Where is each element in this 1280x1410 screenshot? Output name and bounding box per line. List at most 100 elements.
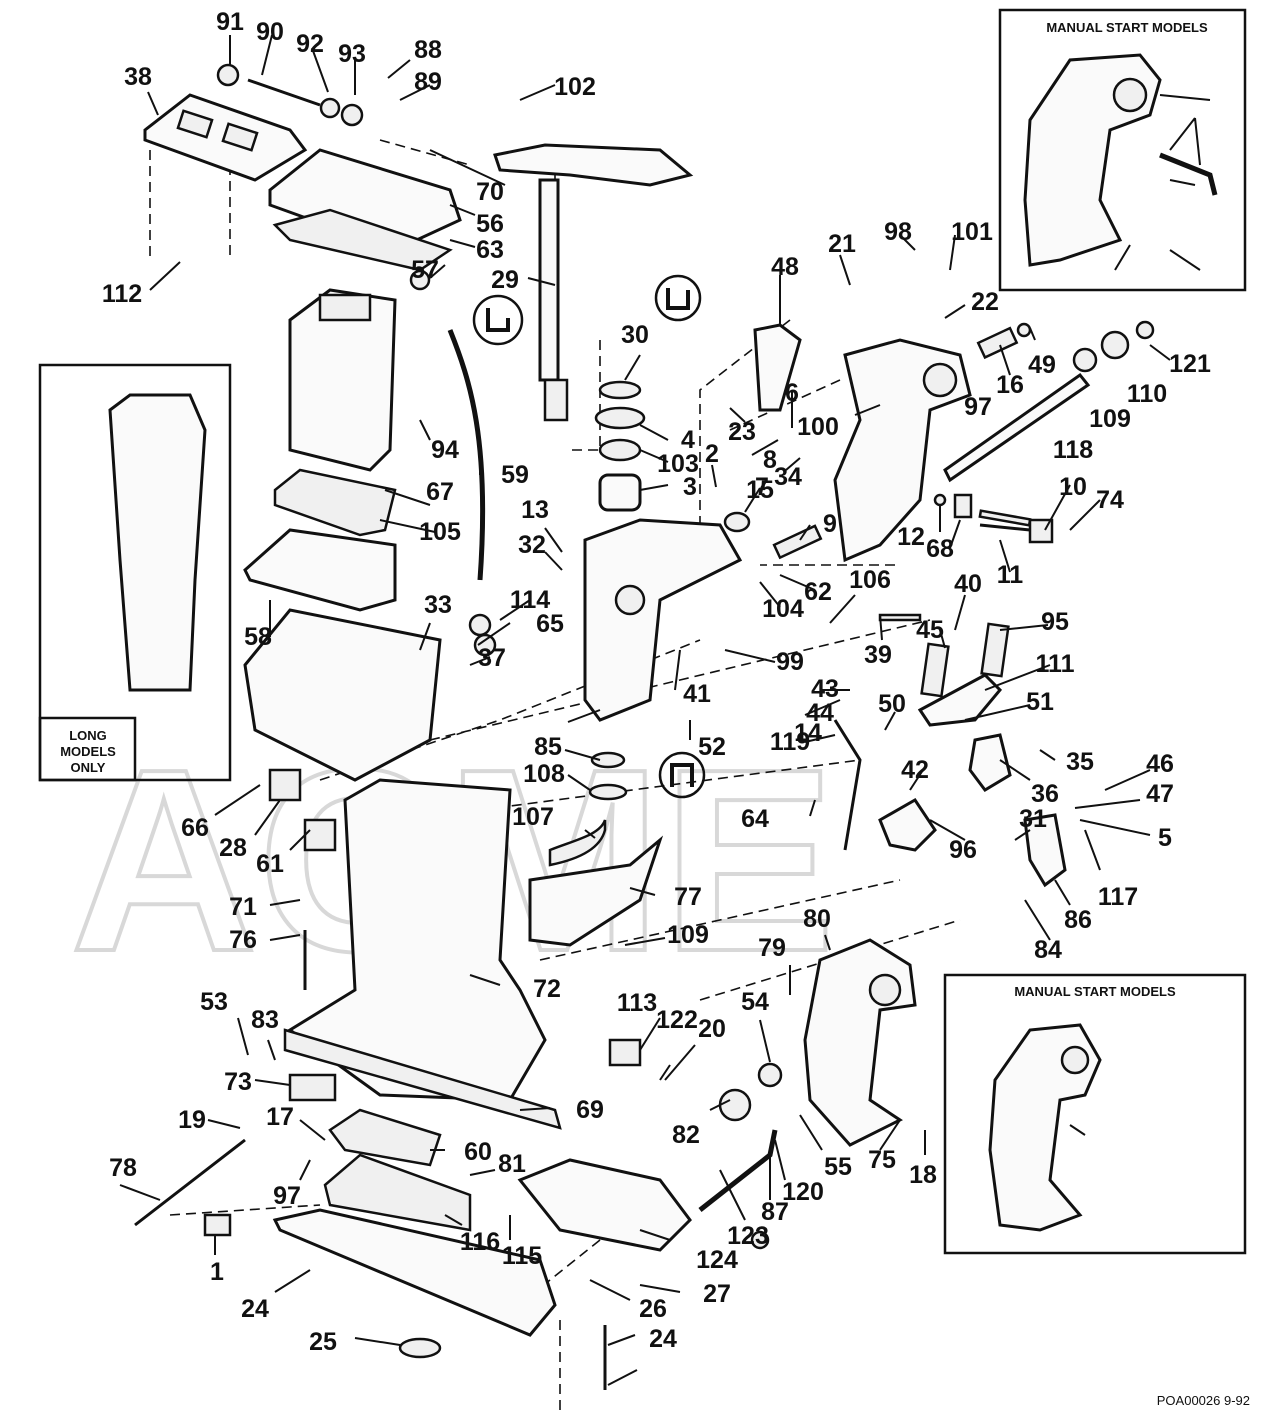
part-label-53: 53 (200, 988, 228, 1016)
part-label-80: 80 (803, 905, 831, 933)
part-shapes (108, 63, 1155, 1390)
part-label-92: 92 (296, 30, 324, 58)
part-label-103: 103 (657, 450, 699, 478)
part-label-116: 116 (460, 1228, 500, 1256)
part-label-50: 50 (878, 690, 906, 718)
long-models-line-3: ONLY (71, 760, 106, 775)
part-label-17: 17 (266, 1103, 294, 1131)
part-label-122: 122 (656, 1006, 698, 1034)
part-label-105: 105 (419, 518, 461, 546)
cover-64 (528, 835, 664, 947)
part-label-123: 123 (727, 1222, 769, 1250)
inset-long-models: LONG MODELS ONLY (38, 363, 232, 782)
part-label-95: 95 (1041, 608, 1069, 636)
lower-housing-78 (517, 1158, 692, 1252)
part-label-30: 30 (621, 321, 649, 349)
gasket-113 (283, 1028, 562, 1130)
part-label-115: 115 (502, 1242, 542, 1270)
part-label-90: 90 (256, 18, 284, 46)
part-label-29: 29 (491, 266, 519, 294)
part-label-94: 94 (431, 436, 459, 464)
part-label-2: 2 (705, 440, 719, 468)
part-label-117: 117 (1098, 883, 1138, 911)
part-label-48: 48 (771, 253, 799, 281)
lever-41b (878, 798, 937, 852)
part-label-3: 3 (683, 473, 697, 501)
part-label-85: 85 (534, 733, 562, 761)
part-label-119: 119 (770, 728, 810, 756)
part-label-108: 108 (523, 760, 565, 788)
part-label-97: 97 (964, 393, 992, 421)
part-label-18: 18 (909, 1161, 937, 1189)
part-label-55: 55 (824, 1153, 852, 1181)
part-label-120: 120 (782, 1178, 824, 1206)
part-label-43: 43 (811, 675, 839, 703)
part-label-71: 71 (229, 893, 257, 921)
part-label-60: 60 (464, 1138, 492, 1166)
swivel-bracket-1 (583, 518, 743, 722)
part-label-98: 98 (884, 218, 912, 246)
part-label-101: 101 (951, 218, 993, 246)
part-label-36: 36 (1031, 780, 1059, 808)
part-label-96: 96 (949, 836, 977, 864)
part-label-102: 102 (554, 73, 596, 101)
part-label-27: 27 (703, 1280, 731, 1308)
part-label-51: 51 (1026, 688, 1054, 716)
part-label-33: 33 (424, 591, 452, 619)
part-label-8: 8 (763, 446, 777, 474)
part-label-42: 42 (901, 756, 929, 784)
nut-109 (1072, 347, 1098, 373)
part-label-34: 34 (774, 463, 802, 491)
part-label-74: 74 (1096, 486, 1124, 514)
part-label-32: 32 (518, 531, 546, 559)
exhaust-housing-59 (288, 288, 397, 472)
part-label-106: 106 (849, 566, 891, 594)
part-label-114: 114 (510, 586, 550, 614)
part-label-35: 35 (1066, 748, 1094, 776)
part-label-83: 83 (251, 1006, 279, 1034)
part-label-15: 15 (746, 476, 774, 504)
part-label-70: 70 (476, 178, 504, 206)
gasket-63 (272, 208, 453, 272)
part-label-10: 10 (1059, 473, 1087, 501)
part-label-77: 77 (674, 883, 702, 911)
part-label-109: 109 (667, 921, 709, 949)
part-label-118: 118 (1053, 436, 1093, 464)
part-label-65: 65 (536, 610, 564, 638)
part-label-20: 20 (698, 1015, 726, 1043)
callout-symbols (472, 274, 706, 799)
part-label-38: 38 (124, 63, 152, 91)
housing-60 (323, 1153, 472, 1232)
lever-41a (968, 733, 1012, 792)
part-label-45: 45 (916, 616, 944, 644)
seal-67 (273, 468, 397, 537)
part-label-113: 113 (617, 989, 657, 1017)
seal-114 (243, 528, 397, 612)
part-label-40: 40 (954, 570, 982, 598)
part-label-31: 31 (1019, 805, 1047, 833)
part-label-24: 24 (241, 1295, 269, 1323)
inset-manual-start-bottom: MANUAL START MODELS (943, 973, 1247, 1255)
part-label-58: 58 (244, 623, 272, 651)
part-label-49: 49 (1028, 351, 1056, 379)
leader-lines (119, 34, 1211, 1386)
part-label-26: 26 (639, 1295, 667, 1323)
long-models-line-2: MODELS (60, 744, 116, 759)
adapter-56 (268, 148, 462, 252)
part-label-16: 16 (996, 371, 1024, 399)
part-label-1: 1 (210, 1258, 224, 1286)
part-label-111: 111 (1036, 650, 1075, 678)
inset-manual-start-top: MANUAL START MODELS (998, 8, 1247, 292)
part-label-14: 14 (794, 719, 822, 747)
part-label-87: 87 (761, 1198, 789, 1226)
part-label-104: 104 (762, 595, 804, 623)
part-label-4: 4 (681, 426, 695, 454)
part-label-44: 44 (806, 699, 834, 727)
part-label-107: 107 (512, 803, 554, 831)
tilt-tube-118 (943, 372, 1091, 483)
cover-117 (548, 819, 607, 867)
long-models-line-1: LONG (69, 728, 107, 743)
part-label-63: 63 (476, 236, 504, 264)
part-label-76: 76 (229, 926, 257, 954)
part-label-78: 78 (109, 1154, 137, 1182)
